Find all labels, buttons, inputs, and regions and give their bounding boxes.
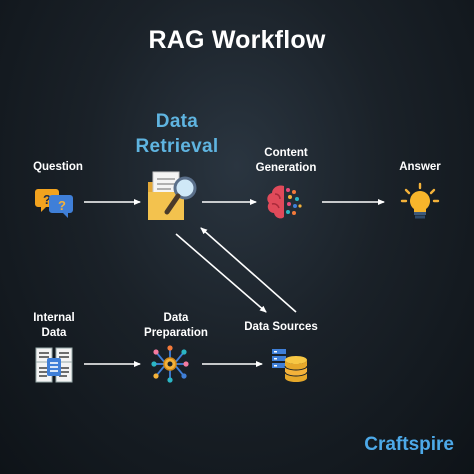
node-label-answer: Answer xyxy=(399,161,441,173)
lightbulb-icon xyxy=(400,182,440,219)
brain-icon xyxy=(267,185,302,219)
node-label-data-preparation-line1: Data xyxy=(163,312,189,324)
svg-text:?: ? xyxy=(43,192,51,207)
node-label-internal-data-line1: Internal xyxy=(33,312,75,324)
node-label-data-sources: Data Sources xyxy=(244,321,318,333)
node-label-data-retrieval: Data Retrieval xyxy=(112,109,242,159)
question-bubbles-icon: ? ? xyxy=(35,189,73,218)
node-label-data-retrieval-line2: Retrieval xyxy=(135,136,219,157)
processing-network-icon xyxy=(151,345,189,383)
node-label-content-generation: Content Generation xyxy=(238,146,334,176)
node-label-data-preparation: Data Preparation xyxy=(128,311,224,341)
node-label-content-generation-line1: Content xyxy=(264,147,308,159)
node-label-data-retrieval-line1: Data xyxy=(155,111,199,132)
brand-logo: Craftspire xyxy=(364,434,454,455)
node-label-question: Question xyxy=(33,161,83,173)
svg-text:?: ? xyxy=(58,198,66,213)
node-label-internal-data-line2: Data xyxy=(41,327,67,339)
node-label-internal-data: Internal Data xyxy=(14,311,94,341)
folder-search-icon xyxy=(148,171,197,220)
arrow-sources-to-retrieval xyxy=(200,227,297,313)
arrow-retrieval-to-sources xyxy=(175,233,267,313)
node-label-data-preparation-line2: Preparation xyxy=(144,327,208,339)
node-label-content-generation-line2: Generation xyxy=(255,162,317,174)
database-icon xyxy=(272,349,308,382)
documents-icon xyxy=(35,347,73,383)
page-title: RAG Workflow xyxy=(148,26,326,54)
